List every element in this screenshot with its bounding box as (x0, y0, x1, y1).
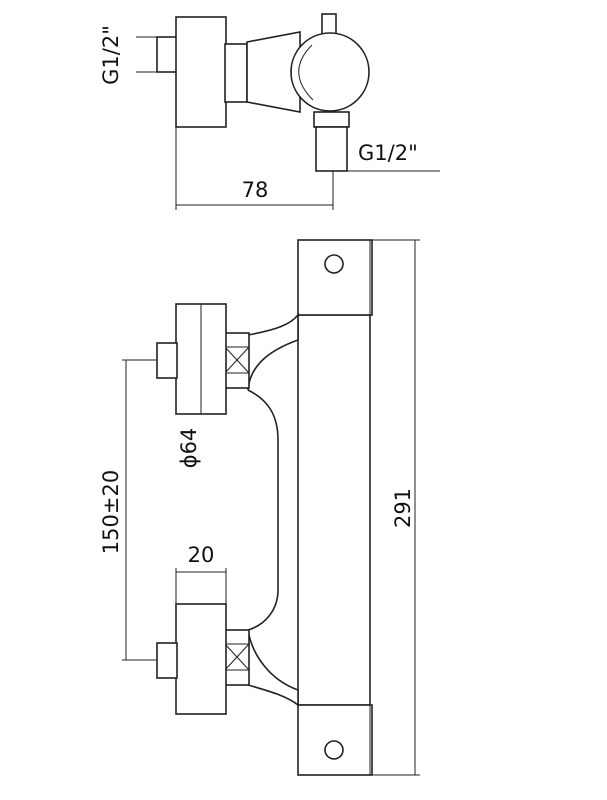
label-dim-spacing: 150±20 (99, 470, 123, 554)
label-dim-20: 20 (188, 543, 215, 567)
front-vertical-link (247, 389, 279, 631)
top-view (136, 13, 440, 210)
front-view (122, 239, 420, 776)
front-main-body (297, 314, 371, 706)
front-bottom-screw (324, 740, 344, 760)
top-wall-plate (175, 16, 227, 128)
front-lower-plate (175, 603, 227, 715)
top-inlet-stub (156, 36, 178, 73)
label-thread-top-left: G1/2" (99, 25, 123, 85)
top-outlet-stub (313, 111, 350, 128)
front-upper-stub (156, 342, 178, 379)
front-bottom-cap (297, 704, 373, 776)
top-body-taper (246, 31, 301, 113)
front-top-cap (297, 239, 373, 316)
front-lower-arm (247, 629, 299, 707)
label-dim-291: 291 (391, 488, 415, 528)
front-lower-stub (156, 642, 178, 679)
top-handle-arc (298, 44, 314, 101)
top-connector (224, 43, 248, 103)
top-handle-circle (290, 32, 370, 112)
front-top-screw (324, 254, 344, 274)
label-thread-top-right: G1/2" (358, 141, 418, 165)
top-outlet-pipe (315, 126, 348, 172)
front-upper-arm (247, 312, 299, 391)
label-dim-diameter: ϕ64 (177, 428, 201, 469)
label-dim-78: 78 (242, 178, 269, 202)
